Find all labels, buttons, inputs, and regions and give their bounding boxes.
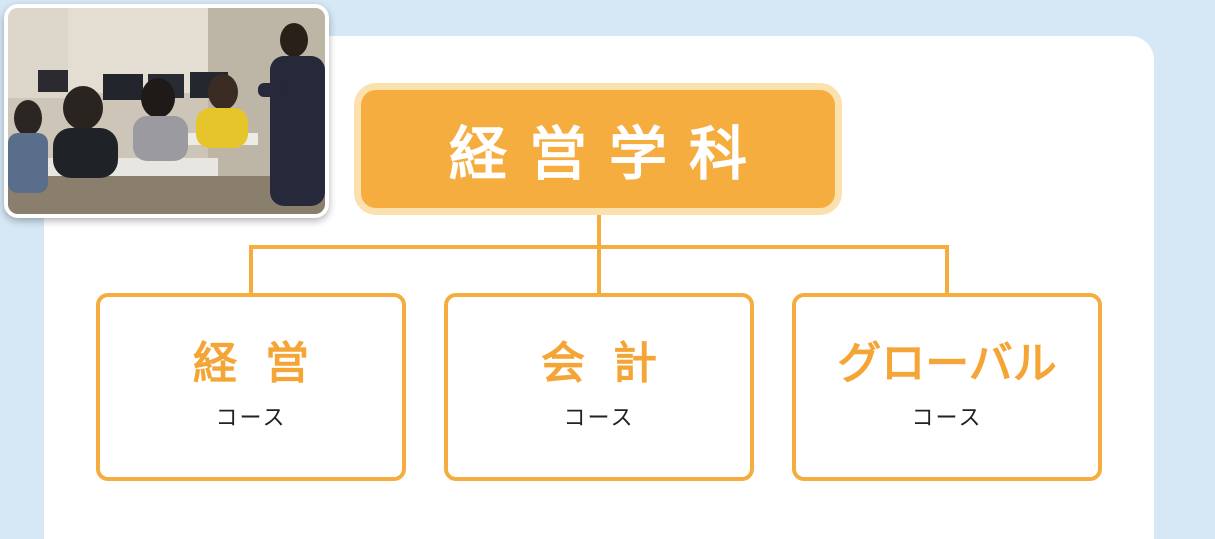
department-title-box: 経営学科 xyxy=(354,83,842,215)
course-name-global: グローバル xyxy=(837,338,1057,389)
department-title: 経営学科 xyxy=(448,120,769,188)
course-box-management: 経営 コース xyxy=(96,293,406,481)
course-sub-accounting: コース xyxy=(563,406,635,431)
course-box-global: グローバル コース xyxy=(792,293,1102,481)
course-box-accounting: 会計 コース xyxy=(444,293,754,481)
classroom-photo-illustration xyxy=(8,8,325,214)
course-name-management: 経営 xyxy=(193,338,337,389)
course-sub-global: コース xyxy=(911,406,983,431)
course-sub-management: コース xyxy=(215,406,287,431)
course-name-accounting: 会計 xyxy=(541,338,685,389)
classroom-photo xyxy=(4,4,329,218)
